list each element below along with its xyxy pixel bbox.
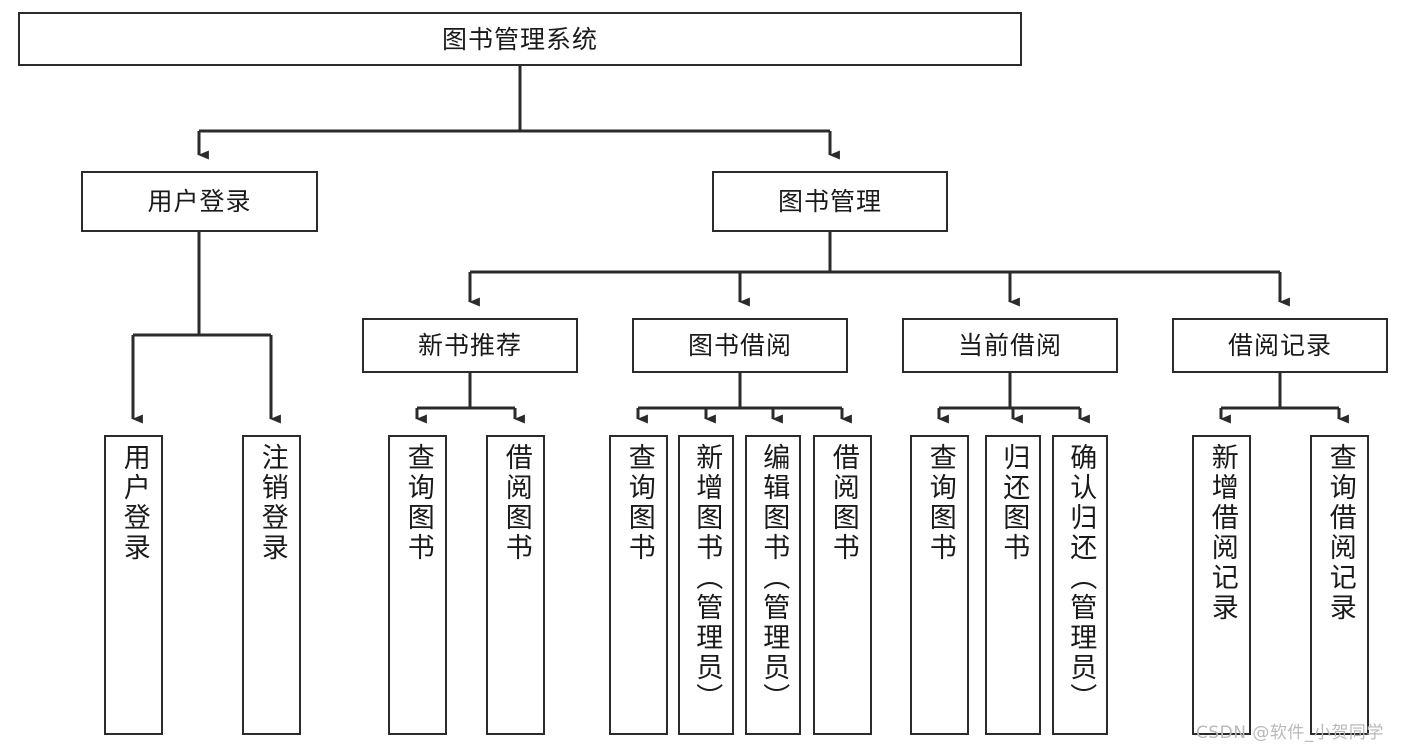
node-book-borrow[interactable]: 图书借阅 <box>632 318 848 373</box>
node-leaf-logout-label: 注销登录 <box>256 443 288 563</box>
node-leaf-borrow-book-1-label: 借阅图书 <box>500 443 532 563</box>
node-leaf-add-book-label: 新增图书（管理员） <box>691 443 723 713</box>
node-leaf-query-book-3-label: 查询图书 <box>924 443 956 563</box>
node-leaf-add-book[interactable]: 新增图书（管理员） <box>678 435 734 735</box>
node-current-borrow-label: 当前借阅 <box>957 331 1062 360</box>
node-user-login-label: 用户登录 <box>147 187 252 216</box>
node-leaf-user-login[interactable]: 用户登录 <box>104 435 163 735</box>
node-new-book-rec[interactable]: 新书推荐 <box>362 318 578 373</box>
node-leaf-query-book-2[interactable]: 查询图书 <box>609 435 668 735</box>
node-book-manage[interactable]: 图书管理 <box>712 171 948 232</box>
node-borrow-record-label: 借阅记录 <box>1227 331 1332 360</box>
node-leaf-borrow-book-1[interactable]: 借阅图书 <box>486 435 545 735</box>
node-leaf-return-book[interactable]: 归还图书 <box>985 435 1041 735</box>
node-new-book-rec-label: 新书推荐 <box>417 331 522 360</box>
node-leaf-confirm-return[interactable]: 确认归还（管理员） <box>1052 435 1108 735</box>
node-leaf-query-book-2-label: 查询图书 <box>623 443 655 563</box>
node-leaf-query-record-label: 查询借阅记录 <box>1324 443 1356 623</box>
node-book-manage-label: 图书管理 <box>777 187 882 216</box>
node-root[interactable]: 图书管理系统 <box>18 12 1022 66</box>
node-leaf-query-book-1[interactable]: 查询图书 <box>388 435 447 735</box>
node-leaf-user-login-label: 用户登录 <box>118 443 150 563</box>
node-leaf-query-record[interactable]: 查询借阅记录 <box>1310 435 1369 735</box>
node-leaf-return-book-label: 归还图书 <box>998 443 1030 563</box>
node-leaf-borrow-book-2-label: 借阅图书 <box>827 443 859 563</box>
node-book-borrow-label: 图书借阅 <box>687 331 792 360</box>
node-leaf-borrow-book-2[interactable]: 借阅图书 <box>813 435 872 735</box>
node-leaf-edit-book-label: 编辑图书（管理员） <box>758 443 790 713</box>
node-current-borrow[interactable]: 当前借阅 <box>902 318 1118 373</box>
csdn-watermark: CSDN @软件_小贺同学 <box>1196 723 1384 743</box>
node-leaf-logout[interactable]: 注销登录 <box>242 435 301 735</box>
node-leaf-query-book-1-label: 查询图书 <box>402 443 434 563</box>
node-leaf-edit-book[interactable]: 编辑图书（管理员） <box>745 435 801 735</box>
node-user-login[interactable]: 用户登录 <box>81 171 318 232</box>
node-root-label: 图书管理系统 <box>441 24 598 54</box>
node-borrow-record[interactable]: 借阅记录 <box>1172 318 1388 373</box>
node-leaf-add-record-label: 新增借阅记录 <box>1206 443 1238 623</box>
node-leaf-add-record[interactable]: 新增借阅记录 <box>1192 435 1251 735</box>
node-leaf-confirm-return-label: 确认归还（管理员） <box>1065 443 1097 713</box>
node-leaf-query-book-3[interactable]: 查询图书 <box>910 435 969 735</box>
